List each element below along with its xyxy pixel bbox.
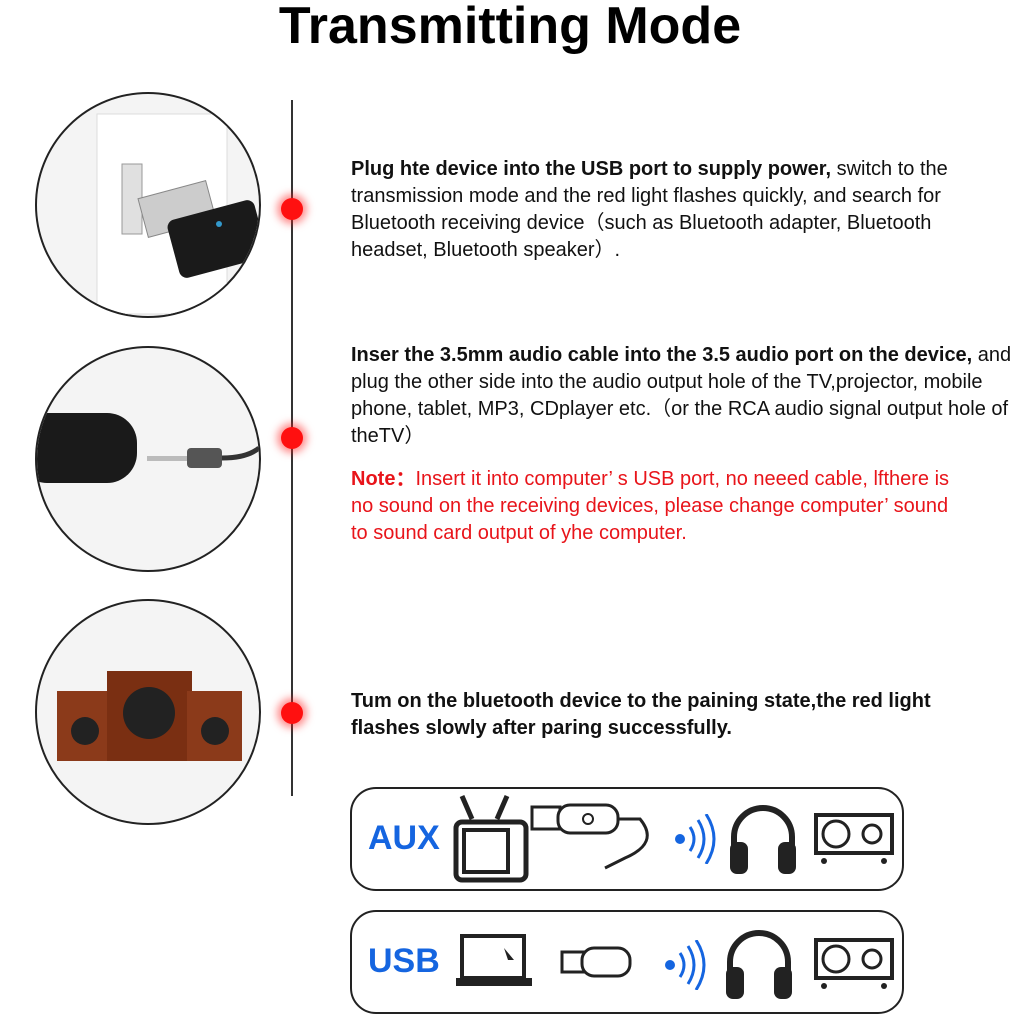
usb-mode-diagram: USB <box>350 910 904 1014</box>
status-dot <box>281 702 303 724</box>
step-3-text: Tum on the bluetooth device to the paini… <box>351 690 931 739</box>
status-dot <box>281 427 303 449</box>
speakers-image <box>35 599 261 825</box>
usb-adapter-icon <box>560 946 632 978</box>
speaker-icon <box>814 813 894 864</box>
adapter-cable-icon <box>530 803 649 870</box>
laptop-icon <box>456 934 532 986</box>
signal-icon <box>665 940 706 990</box>
audio-cable-image <box>35 346 261 572</box>
step-1-text: Plug hte device into the USB port to sup… <box>351 158 948 261</box>
status-dot <box>281 198 303 220</box>
speaker-icon <box>814 938 894 989</box>
step-2-note: Note：Insert it into computer’ s USB port… <box>351 468 950 544</box>
headphones-icon <box>726 930 792 999</box>
usb-plug-image <box>35 92 261 318</box>
signal-icon <box>675 814 716 864</box>
usb-label: USB <box>368 942 440 980</box>
aux-mode-diagram: AUX <box>350 787 904 891</box>
tv-icon <box>453 795 529 883</box>
step-2-text: Inser the 3.5mm audio cable into the 3.5… <box>351 344 1012 447</box>
headphones-icon <box>730 805 796 874</box>
aux-label: AUX <box>368 819 440 857</box>
page-title: Transmitting Mode <box>278 0 742 55</box>
